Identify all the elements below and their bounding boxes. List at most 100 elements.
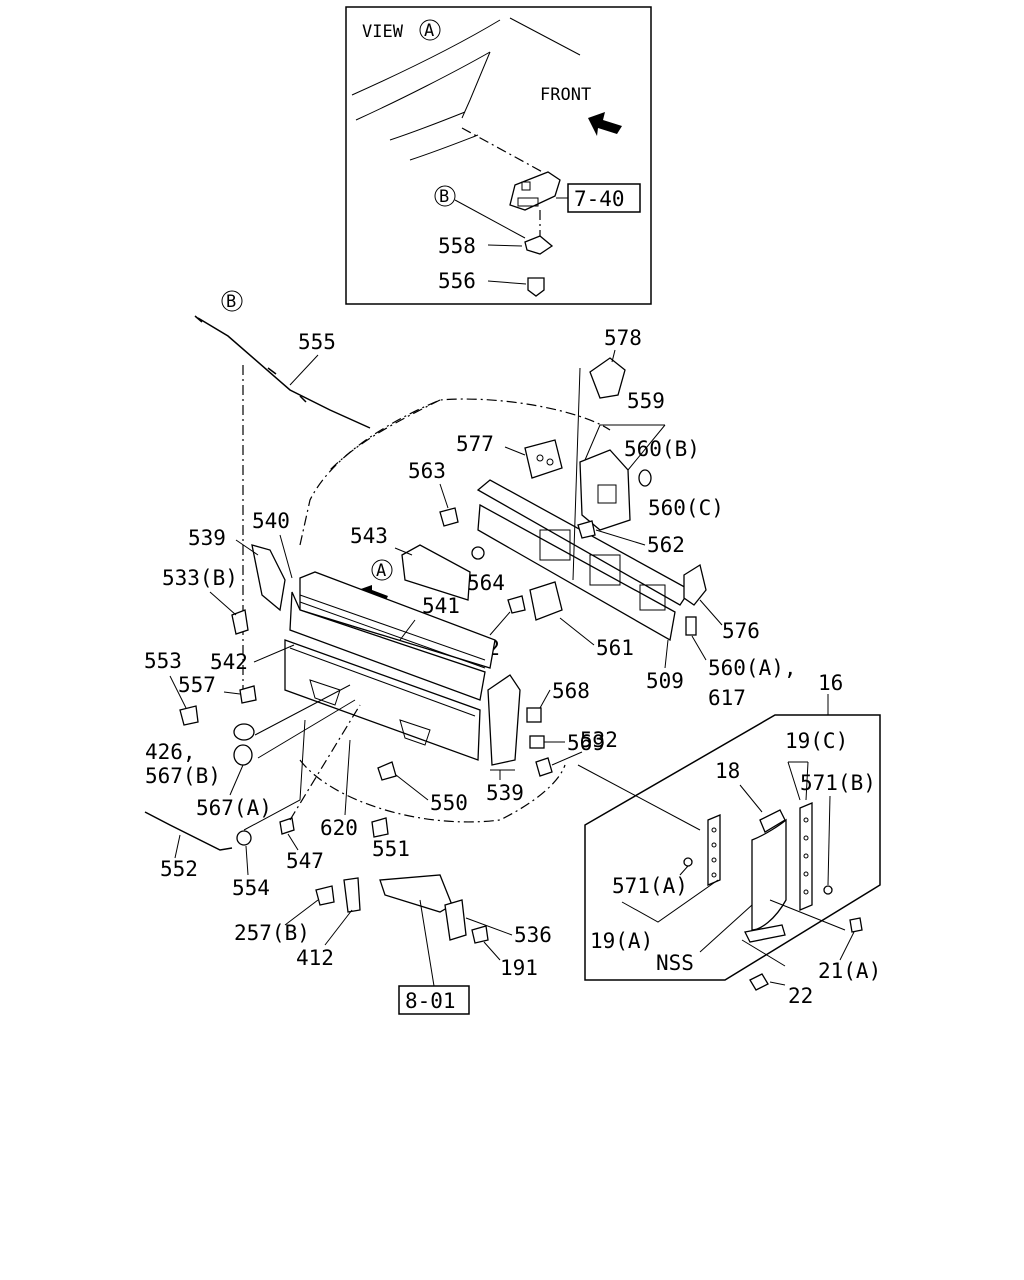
part-426: 426, [145, 740, 196, 764]
inset-16: 19(C) 18 571(B) 571(A) 19(A) NSS 21(A) 2… [584, 694, 881, 1008]
leader-line [691, 635, 707, 661]
lamp-8-01-part [379, 874, 453, 913]
panel-line [289, 647, 476, 717]
cab-outline [299, 398, 611, 546]
leader-line [324, 909, 353, 946]
leader-line [289, 354, 319, 386]
leader-line [699, 904, 753, 953]
bracket-18-part [759, 809, 786, 833]
clip-569-part [529, 735, 545, 749]
part-564: 564 [467, 571, 505, 595]
clip-560a-part [685, 616, 697, 636]
part-562-upper: 562 [647, 533, 685, 557]
hole [803, 871, 809, 877]
cab-line [409, 134, 479, 161]
leader-line [439, 483, 449, 509]
plate-577-part [524, 439, 563, 479]
part-561: 561 [596, 636, 634, 660]
clip-part [823, 885, 833, 895]
leader-line [551, 751, 583, 766]
leader-line [284, 899, 319, 926]
clip-550-part [377, 761, 397, 781]
hole [803, 835, 809, 841]
inset-view-a: VIEW A FRONT 7-40 B 558 556 [345, 6, 652, 305]
panel-tab [309, 679, 341, 706]
cover-559-part [579, 449, 631, 531]
part-18: 18 [715, 759, 740, 783]
cab-line [351, 19, 501, 96]
leader-line [229, 764, 244, 796]
clip-547-part [279, 817, 295, 835]
bolt-257b-part [315, 885, 335, 906]
part-569: 569 [567, 731, 605, 755]
leader-line [419, 899, 435, 987]
hole [711, 827, 717, 833]
hole [536, 454, 544, 462]
part-617: 617 [708, 686, 746, 710]
part-558: 558 [438, 234, 476, 258]
part-542: 542 [210, 650, 248, 674]
part-563: 563 [408, 459, 446, 483]
hole [803, 889, 809, 895]
ref-box-8-01-label: 8-01 [405, 989, 456, 1013]
hole [711, 872, 717, 878]
part-560b: 560(B) [624, 437, 700, 461]
inset-16-frame [584, 714, 881, 981]
knob-554-part [236, 830, 252, 846]
leader-line [243, 719, 306, 831]
leader-line [699, 599, 723, 626]
plug-567a-part [233, 744, 253, 766]
cab-outline [299, 759, 566, 823]
grommet-560c [638, 469, 652, 487]
part-539-right: 539 [486, 781, 524, 805]
bracket-part [509, 171, 561, 211]
opening [539, 529, 571, 561]
leader-line [209, 591, 237, 616]
leader-line [559, 617, 595, 646]
leader-line [169, 675, 187, 709]
part-509: 509 [646, 669, 684, 693]
strip-571a-part [707, 814, 721, 886]
leader-line [235, 539, 259, 556]
part-567a: 567(A) [196, 796, 272, 820]
leader-line [394, 547, 413, 556]
bolt-551-part [371, 817, 389, 838]
leader-line [839, 931, 855, 961]
part-555: 555 [298, 330, 336, 354]
leader-line [827, 795, 831, 886]
hole [711, 842, 717, 848]
hole [711, 857, 717, 863]
part-620: 620 [320, 816, 358, 840]
part-532: 532 [580, 728, 618, 752]
part-559: 559 [627, 389, 665, 413]
clip-part [683, 857, 693, 867]
leader-line [769, 899, 846, 931]
part-556: 556 [438, 269, 476, 293]
cover-window [597, 484, 617, 504]
leader-line [399, 619, 416, 641]
front-label: FRONT [540, 85, 591, 105]
view-label: VIEW [362, 22, 404, 42]
nut-564-part [471, 546, 485, 560]
part-536: 536 [514, 923, 552, 947]
leader-line [489, 611, 511, 636]
clip-533b-part [231, 609, 249, 635]
part-541: 541 [422, 594, 460, 618]
hole [546, 458, 554, 466]
ref-box-7-40-label: 7-40 [574, 187, 625, 211]
leader-line [572, 367, 581, 581]
ref-a-circle-main [371, 559, 393, 581]
part-191: 191 [500, 956, 538, 980]
part-19c: 19(C) [785, 729, 848, 753]
part-557: 557 [178, 673, 216, 697]
part-412: 412 [296, 946, 334, 970]
leader-line [490, 769, 515, 780]
part-560c: 560(C) [648, 496, 724, 520]
part-554: 554 [232, 876, 270, 900]
part-571a: 571(A) [612, 874, 688, 898]
part-576: 576 [722, 619, 760, 643]
leader-line [664, 639, 669, 669]
leader-line [245, 845, 249, 876]
ref-a-main: A [376, 561, 386, 581]
